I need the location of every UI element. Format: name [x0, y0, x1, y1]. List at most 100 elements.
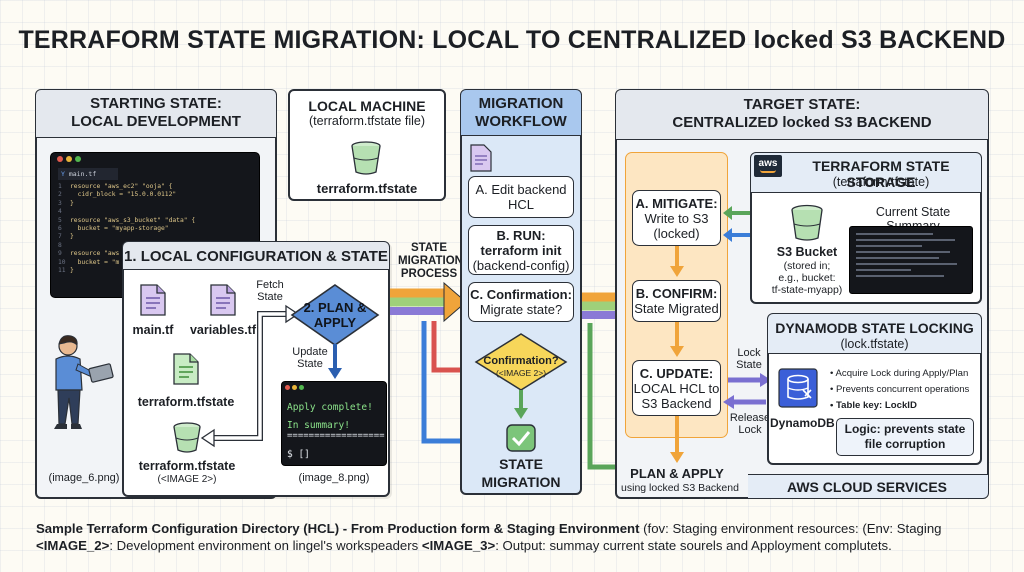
starting-state-header [36, 90, 276, 138]
code-line: 11} [58, 267, 258, 275]
workflow-step-c[interactable]: C. Confirmation:Migrate state? [468, 282, 574, 322]
mitigate-step[interactable]: A. MITIGATE:Write to S3(locked) [632, 190, 721, 246]
storage-header [751, 153, 981, 193]
down-arrow [670, 322, 684, 357]
code-line: 10 bucket = "m [58, 259, 258, 267]
summary-terminal [849, 226, 973, 294]
code-line: 3} [58, 200, 258, 208]
window-controls [57, 156, 97, 164]
update-state-arrow [328, 344, 342, 379]
tfstate-image-tag: (<IMAGE 2>) [157, 474, 217, 485]
line-number: 5 [58, 216, 62, 224]
update-state-label: Update State [292, 346, 328, 370]
code-line: 6 bucket = "myapp-storage" [58, 225, 258, 233]
bullet-item: • Table key: LockID [830, 400, 917, 411]
dynamo-header [768, 314, 981, 354]
developer-illustration [54, 335, 114, 429]
aws-footer-band [748, 474, 988, 498]
code-line: 5 resource "aws_s3_bucket" "data" { [58, 217, 258, 225]
document-icon [210, 284, 236, 316]
terminal-line-2: In summary! [287, 420, 350, 431]
terminal-prompt: $ [] [287, 449, 310, 460]
terminal-controls [285, 385, 315, 391]
dynamo-subtitle: (lock.tfstate) [840, 337, 909, 351]
local-machine-title: LOCAL MACHINE [308, 98, 426, 114]
code-line: 9 resource "aws [58, 250, 258, 258]
terminal-window [281, 381, 387, 466]
target-state-header [616, 90, 988, 140]
process-label: STATE MIGRATION PROCESS [398, 242, 463, 280]
document-icon [140, 284, 166, 316]
bucket-icon [173, 422, 201, 453]
code-text: resource "aws [70, 250, 120, 258]
code-line: 4 [58, 208, 258, 216]
line-number: 10 [58, 258, 66, 266]
line-number: 7 [58, 233, 62, 241]
plan-apply-s3: PLAN & APPLY [630, 466, 724, 481]
aws-cloud-label: AWS CLOUD SERVICES [787, 479, 947, 495]
plan-apply-label: 2. PLAN & APPLY [303, 300, 367, 330]
bullet-item: • Prevents concurrent operations [830, 384, 970, 395]
dynamodb-icon [778, 368, 818, 408]
file-variables-tf: variables.tf [189, 323, 256, 337]
down-arrow [670, 416, 684, 463]
s3-bucket-icon [791, 204, 823, 241]
page-title: TERRAFORM STATE MIGRATION: LOCAL TO CENT… [18, 26, 1006, 54]
code-text: } [70, 199, 74, 207]
workflow-step-a[interactable]: A. Edit backend HCL [468, 176, 574, 218]
line-number: 11 [58, 267, 66, 275]
storage-title: TERRAFORM STATE STORAGE [812, 158, 950, 190]
line-number: 8 [58, 241, 62, 249]
line-number: 2 [58, 191, 62, 199]
dynamo-title: DYNAMODB STATE LOCKING [775, 320, 974, 336]
code-text: bucket = "m [70, 258, 120, 266]
line-number: 6 [58, 225, 62, 233]
aws-logo: aws [754, 155, 782, 177]
code-text: } [70, 233, 74, 241]
s3-bucket-label: S3 Bucket [776, 245, 838, 259]
local-config-header [123, 242, 389, 270]
bottom-caption: Sample Terraform Configuration Directory… [36, 521, 942, 553]
lock-arrows [723, 373, 771, 409]
workflow-step-b[interactable]: B. RUN:terraform init(backend-config) [468, 225, 574, 275]
line-number: 1 [58, 183, 62, 190]
checkmark-icon [506, 424, 536, 452]
code-text: } [70, 267, 74, 275]
dynamo-bullets: • Acquire Lock during Apply/Plan • Preve… [830, 366, 980, 414]
local-config-title: 1. LOCAL CONFIGURATION & STATE [124, 248, 388, 265]
fetch-state-label: Fetch State [256, 279, 284, 303]
starting-state-title: STARTING STATE:LOCAL DEVELOPMENT [71, 95, 241, 130]
code-text: bucket = "myapp-storage" [70, 225, 169, 233]
terminal-line-3: ================== [287, 431, 385, 441]
local-machine-file: terraform.tfstate [316, 181, 418, 196]
editor-tab[interactable]: Y main.tf [58, 168, 118, 180]
code-line: 7} [58, 233, 258, 241]
release-lock-label: Release Lock [729, 412, 771, 436]
code-text: resource "aws_ec2" "ooja" { [70, 183, 173, 190]
file-main-tf: main.tf [132, 323, 174, 337]
bucket-icon [351, 141, 381, 175]
confirmation-image-tag: (<IMAGE 2>) [495, 368, 547, 378]
lock-state-label: Lock State [736, 347, 762, 371]
fetch-state-arrow [200, 304, 300, 448]
terminal-caption: (image_8.png) [298, 472, 370, 484]
line-number: 4 [58, 208, 62, 216]
confirmation-label: Confirmation? [483, 355, 559, 367]
starting-caption: (image_6.png) [48, 472, 120, 484]
line-number: 9 [58, 250, 62, 258]
file-terraform-tfstate: terraform.tfstate [137, 395, 235, 409]
code-line: 2 cidr_block = "15.0.0.0112" [58, 191, 258, 199]
code-text: resource "aws_s3_bucket" "data" { [70, 216, 196, 224]
terminal-line-1: Apply complete! [287, 402, 373, 413]
file-terraform-tfstate-bucket: terraform.tfstate [138, 459, 236, 473]
bullet-item: • Acquire Lock during Apply/Plan [830, 368, 969, 379]
down-arrow [670, 246, 684, 277]
confirm-step[interactable]: B. CONFIRM:State Migrated [632, 280, 721, 322]
plan-apply-s3-sub: using locked S3 Backend [621, 482, 739, 494]
code-text: cidr_block = "15.0.0.0112" [70, 191, 177, 199]
